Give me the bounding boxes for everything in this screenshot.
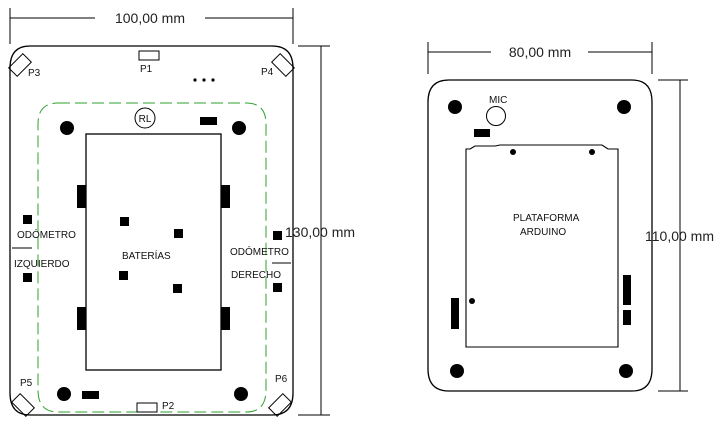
port-p2: P2 (162, 401, 175, 412)
right-board (427, 79, 653, 392)
platform-label-line2: ARDUINO (520, 227, 566, 238)
port-p5: P5 (20, 378, 33, 389)
odometer-left-line1: ODÓMETRO (17, 228, 76, 241)
port-p1: P1 (140, 64, 153, 75)
mic-label: MIC (489, 95, 507, 106)
odometer-right-line2: DERECHO (231, 270, 281, 281)
battery-label: BATERÍAS (122, 249, 171, 262)
platform-label-line1: PLATAFORMA (513, 213, 580, 224)
right-dimensions (427, 42, 688, 392)
port-p3: P3 (28, 68, 41, 79)
width-dimension-right: 80,00 mm (509, 44, 571, 60)
odometer-arrows (12, 247, 291, 264)
relay-label: RL (139, 114, 152, 125)
right-board-components (448, 100, 633, 378)
height-dimension-right: 110,00 mm (645, 228, 714, 244)
odometer-right-line1: ODÓMETRO (230, 245, 289, 258)
left-dimensions (9, 8, 330, 416)
height-dimension-left: 130,00 mm (285, 224, 355, 240)
width-dimension-left: 100,00 mm (115, 10, 185, 26)
left-board-components (23, 78, 282, 401)
port-p6: P6 (275, 374, 288, 385)
port-p4: P4 (261, 67, 274, 78)
left-board (7, 45, 296, 418)
odometer-left-line2: IZQUIERDO (14, 259, 70, 270)
